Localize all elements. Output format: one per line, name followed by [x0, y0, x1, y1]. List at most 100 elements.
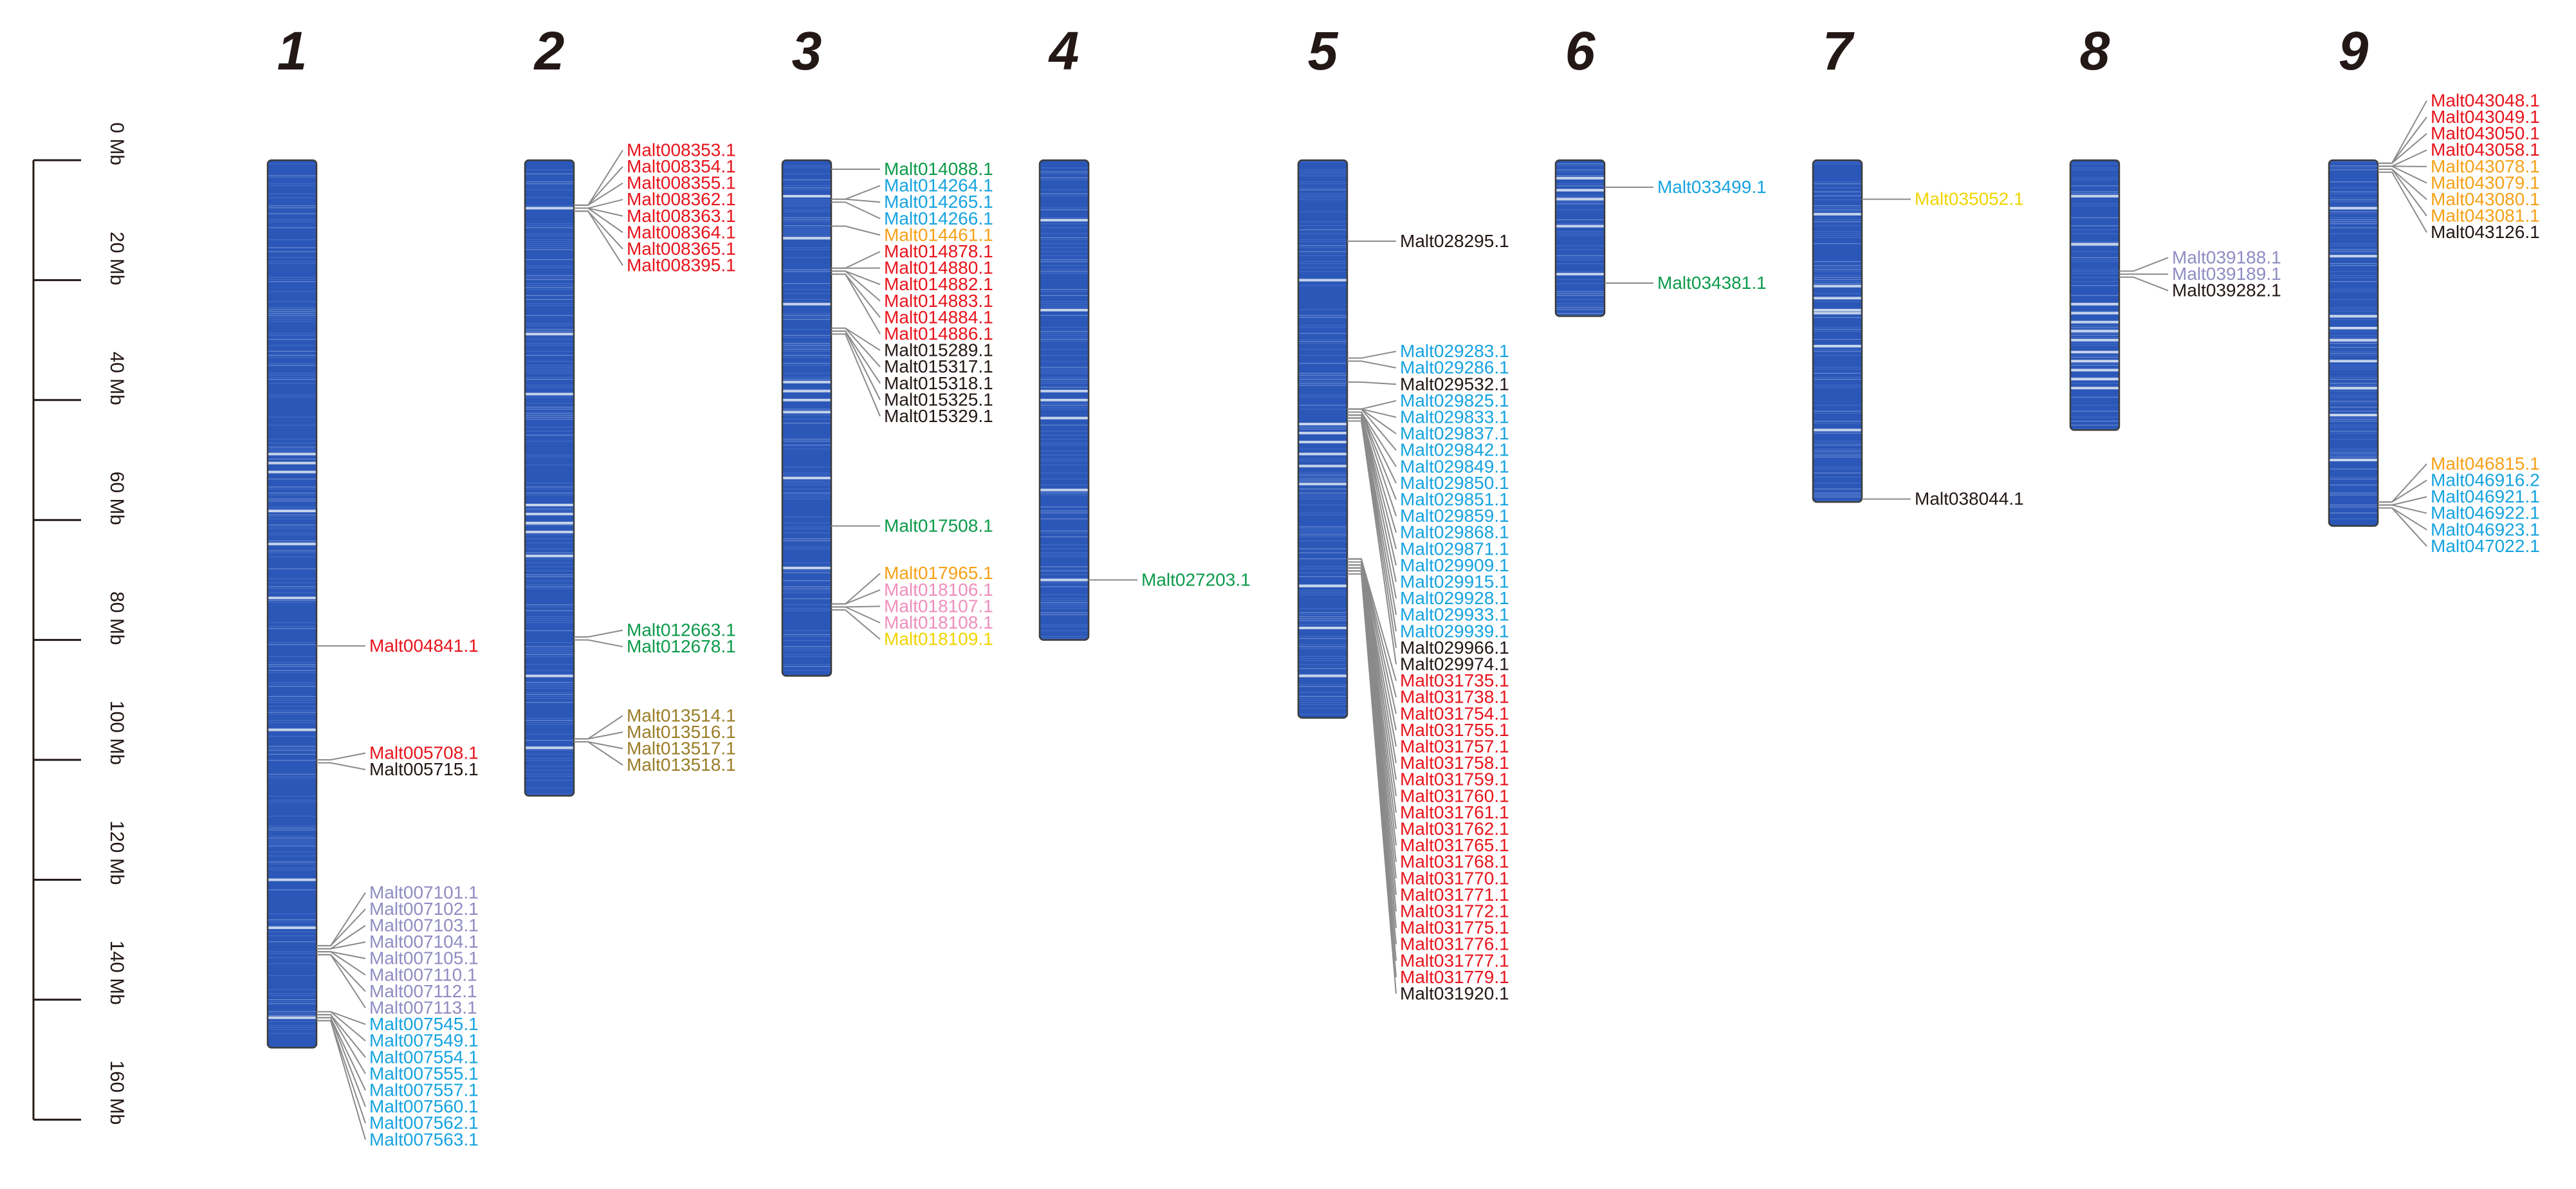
density-stripe [268, 321, 317, 322]
gene-connector [2378, 133, 2427, 164]
gene-label: Malt029283.1 [1400, 341, 1509, 361]
density-stripe [782, 199, 831, 201]
density-stripe [782, 363, 831, 364]
density-stripe [2329, 181, 2378, 183]
density-stripe [2329, 484, 2378, 486]
density-stripe [2329, 416, 2378, 418]
light-band [268, 596, 317, 600]
density-stripe [782, 299, 831, 300]
density-stripe [1040, 434, 1089, 436]
density-stripe [1040, 303, 1089, 304]
gene-label: Malt018109.1 [884, 629, 993, 649]
density-stripe [1040, 259, 1089, 261]
density-stripe [525, 588, 574, 589]
density-stripe [2070, 285, 2119, 286]
density-stripe [1040, 355, 1089, 356]
density-stripe [268, 750, 317, 751]
gene-label: Malt031760.1 [1400, 786, 1509, 806]
gene-connector [2378, 504, 2427, 514]
density-stripe [1813, 279, 1862, 281]
density-stripe [2329, 391, 2378, 392]
density-stripe [782, 315, 831, 316]
density-stripe [2070, 356, 2119, 358]
density-stripe [782, 488, 831, 490]
density-stripe [268, 318, 317, 320]
density-stripe [1040, 336, 1089, 338]
density-stripe [1298, 638, 1347, 640]
density-stripe [1040, 638, 1089, 640]
density-stripe [268, 239, 317, 241]
density-stripe [1298, 183, 1347, 185]
density-stripe [525, 285, 574, 286]
density-stripe [2329, 217, 2378, 218]
density-stripe [525, 351, 574, 352]
density-stripe [1040, 600, 1089, 602]
density-stripe [525, 338, 574, 340]
density-stripe [525, 696, 574, 697]
light-band [2070, 378, 2119, 381]
density-stripe [1040, 594, 1089, 595]
density-stripe [1556, 163, 1605, 165]
gene-label: Malt046916.2 [2431, 470, 2540, 490]
density-stripe [1040, 582, 1089, 584]
gene-label: Malt031758.1 [1400, 753, 1509, 773]
density-stripe [1298, 189, 1347, 190]
gene-markers: Malt043048.1Malt043049.1Malt043050.1Malt… [2378, 90, 2540, 556]
density-stripe [1040, 239, 1089, 241]
chromosome-bands [1298, 161, 1347, 715]
density-stripe [525, 616, 574, 617]
density-stripe [1040, 506, 1089, 508]
density-stripe [782, 269, 831, 270]
light-band [782, 194, 831, 198]
density-stripe [268, 219, 317, 221]
density-stripe [1556, 303, 1605, 304]
density-stripe [1813, 181, 1862, 183]
density-stripe [525, 510, 574, 512]
gene-markers: Malt004841.1Malt005708.1Malt005715.1Malt… [317, 636, 479, 1149]
density-stripe [525, 692, 574, 693]
density-stripe [1556, 313, 1605, 314]
gene-label: Malt012663.1 [627, 620, 736, 640]
density-stripe [525, 775, 574, 777]
density-stripe [268, 227, 317, 228]
density-stripe [2329, 249, 2378, 250]
chromosome-9: 9Malt043048.1Malt043049.1Malt043050.1Mal… [2328, 21, 2540, 556]
light-band [268, 878, 317, 881]
density-stripe [268, 488, 317, 490]
density-stripe [1813, 163, 1862, 165]
density-stripe [2329, 291, 2378, 292]
density-stripe [525, 289, 574, 290]
density-stripe [525, 325, 574, 326]
density-stripe [1556, 291, 1605, 292]
density-stripe [525, 239, 574, 241]
density-stripe [1813, 161, 1862, 163]
density-stripe [1298, 472, 1347, 474]
density-stripe [782, 634, 831, 635]
density-stripe [1040, 376, 1089, 378]
density-stripe [1556, 235, 1605, 236]
gene-label: Malt046921.1 [2431, 486, 2540, 506]
density-stripe [1813, 432, 1862, 434]
gene-connector [2378, 507, 2427, 547]
light-band [1298, 441, 1347, 444]
density-stripe [782, 580, 831, 582]
density-stripe [1298, 504, 1347, 506]
density-stripe [268, 378, 317, 380]
light-band [1040, 488, 1089, 492]
scale-tick-label: 140 Mb [106, 941, 127, 1005]
density-stripe [268, 697, 317, 699]
density-stripe [1298, 648, 1347, 649]
gene-label: Malt008363.1 [627, 206, 736, 226]
light-band [268, 470, 317, 474]
density-stripe [268, 702, 317, 703]
density-stripe [268, 845, 317, 847]
density-stripe [782, 345, 831, 346]
density-stripe [268, 588, 317, 589]
density-stripe [2329, 201, 2378, 203]
light-band [1298, 483, 1347, 486]
density-stripe [525, 580, 574, 582]
density-stripe [268, 183, 317, 185]
density-stripe [2070, 185, 2119, 187]
density-stripe [1556, 257, 1605, 258]
density-stripe [268, 374, 317, 376]
